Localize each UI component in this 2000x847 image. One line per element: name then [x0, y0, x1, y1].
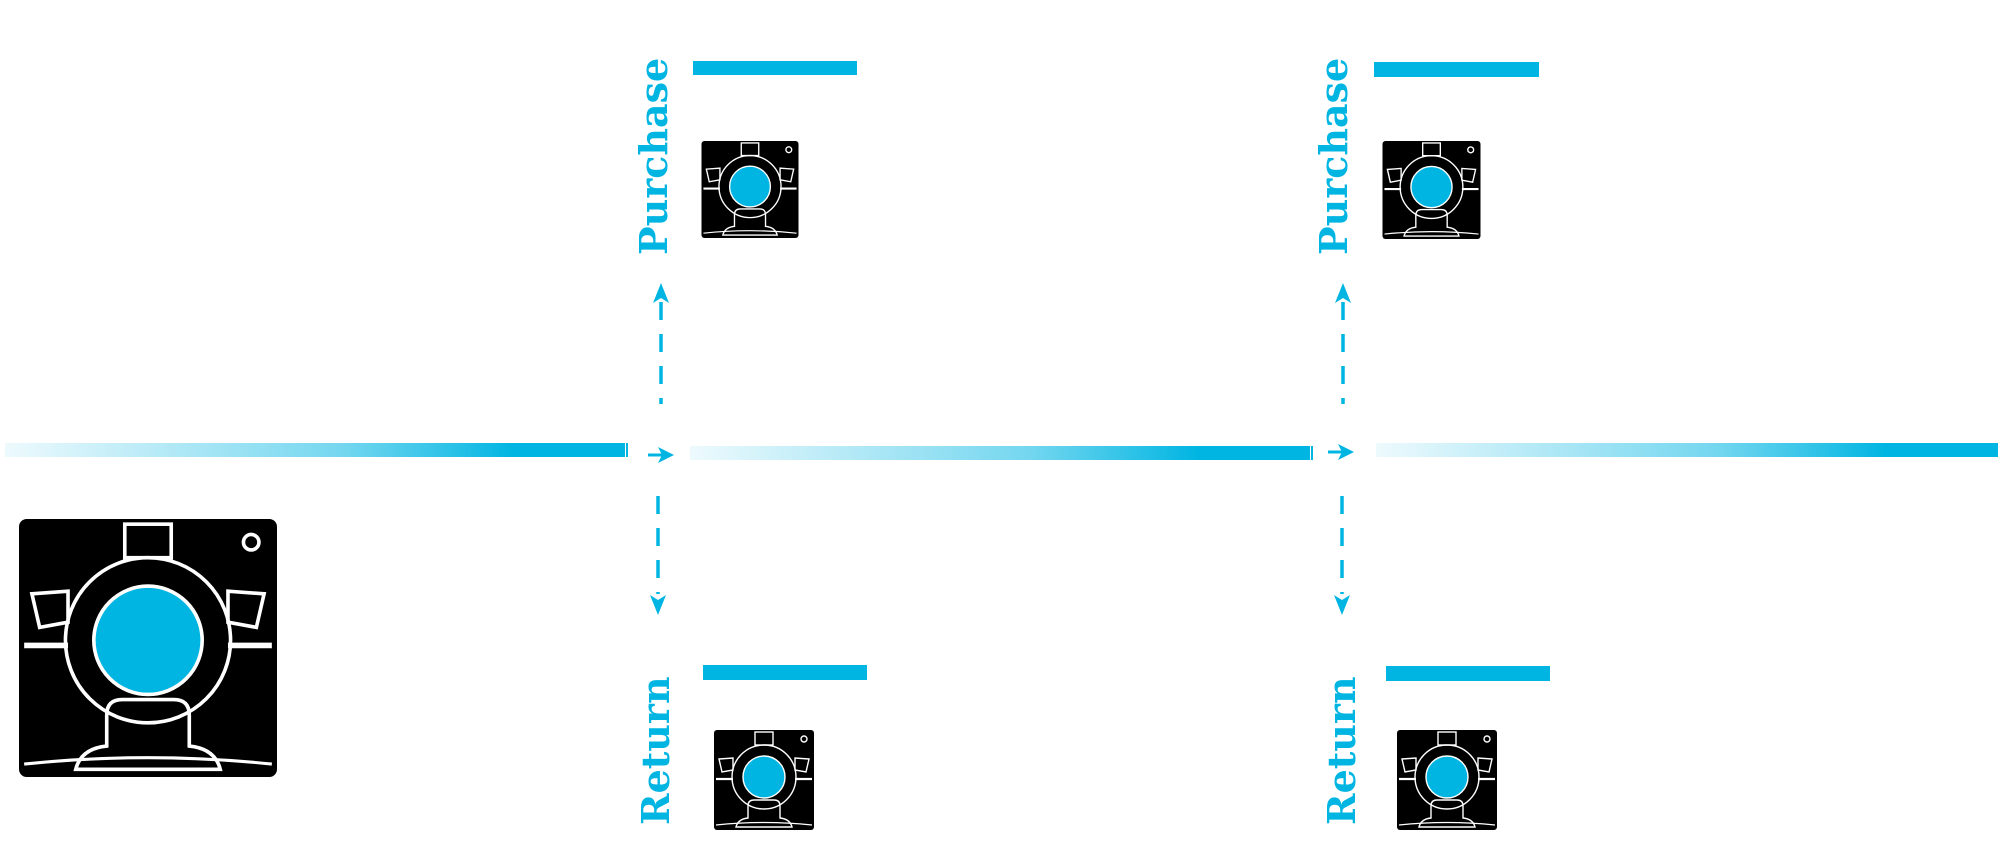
return-scanner-icon	[1395, 728, 1499, 832]
dashed-arrow-down-icon	[650, 496, 666, 615]
return-title-bar	[703, 665, 867, 680]
dashed-arrow-down-icon	[1334, 496, 1350, 615]
timeline-segment-3	[1376, 443, 1998, 457]
arrow-right-icon	[1328, 444, 1354, 460]
purchase-label: Purchase	[1311, 58, 1356, 255]
purchase-title-bar	[693, 61, 857, 75]
timeline-segment-2	[690, 446, 1313, 460]
return-scanner-icon	[712, 728, 816, 832]
purchase-label: Purchase	[631, 58, 676, 255]
arrow-right-icon	[648, 447, 674, 463]
dashed-arrow-up-icon	[1335, 283, 1351, 404]
return-label: Return	[1319, 676, 1364, 825]
return-label: Return	[633, 676, 678, 825]
timeline-segment-1	[5, 443, 628, 457]
main-scanner-icon	[19, 519, 277, 777]
return-title-bar	[1386, 666, 1550, 681]
stage-1: Purchase Return	[631, 58, 867, 832]
purchase-title-bar	[1374, 62, 1539, 77]
purchase-scanner-icon	[700, 139, 800, 240]
dashed-arrow-up-icon	[653, 283, 669, 404]
stage-2: Purchase Return	[1311, 58, 1550, 832]
purchase-scanner-icon	[1381, 139, 1482, 241]
